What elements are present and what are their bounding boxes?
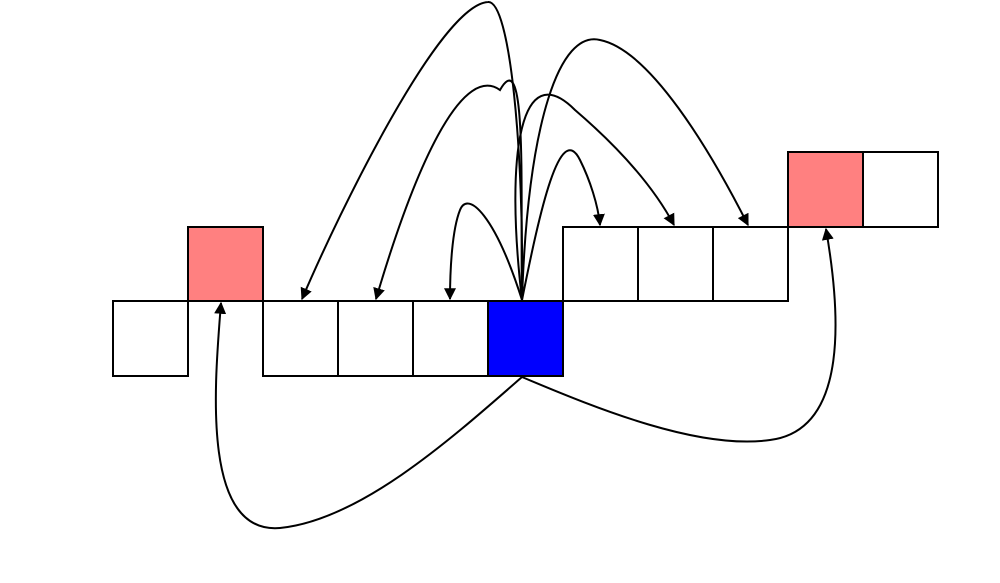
cell-2 [187, 226, 264, 302]
cell-1 [112, 300, 189, 377]
cell-row [112, 151, 939, 377]
cell-8 [637, 226, 714, 302]
arrow-to-cell-9 [521, 38, 749, 301]
cell-7 [562, 226, 639, 302]
cell-6 [487, 300, 564, 377]
cell-11 [862, 151, 939, 228]
cell-3 [262, 300, 339, 377]
arrow-to-cell-8 [514, 93, 675, 301]
cell-4 [337, 300, 414, 377]
arrow-to-cell-7 [521, 149, 605, 301]
arrow-to-cell-3 [300, 0, 524, 301]
arrow-group [214, 0, 837, 530]
cell-9 [712, 226, 789, 302]
arrow-to-cell-10 [521, 227, 837, 443]
cell-10 [787, 151, 864, 228]
arrow-to-cell-4 [373, 79, 523, 301]
arrow-to-cell-5 [444, 202, 523, 301]
arrow-to-cell-2 [214, 301, 523, 530]
cell-5 [412, 300, 489, 377]
